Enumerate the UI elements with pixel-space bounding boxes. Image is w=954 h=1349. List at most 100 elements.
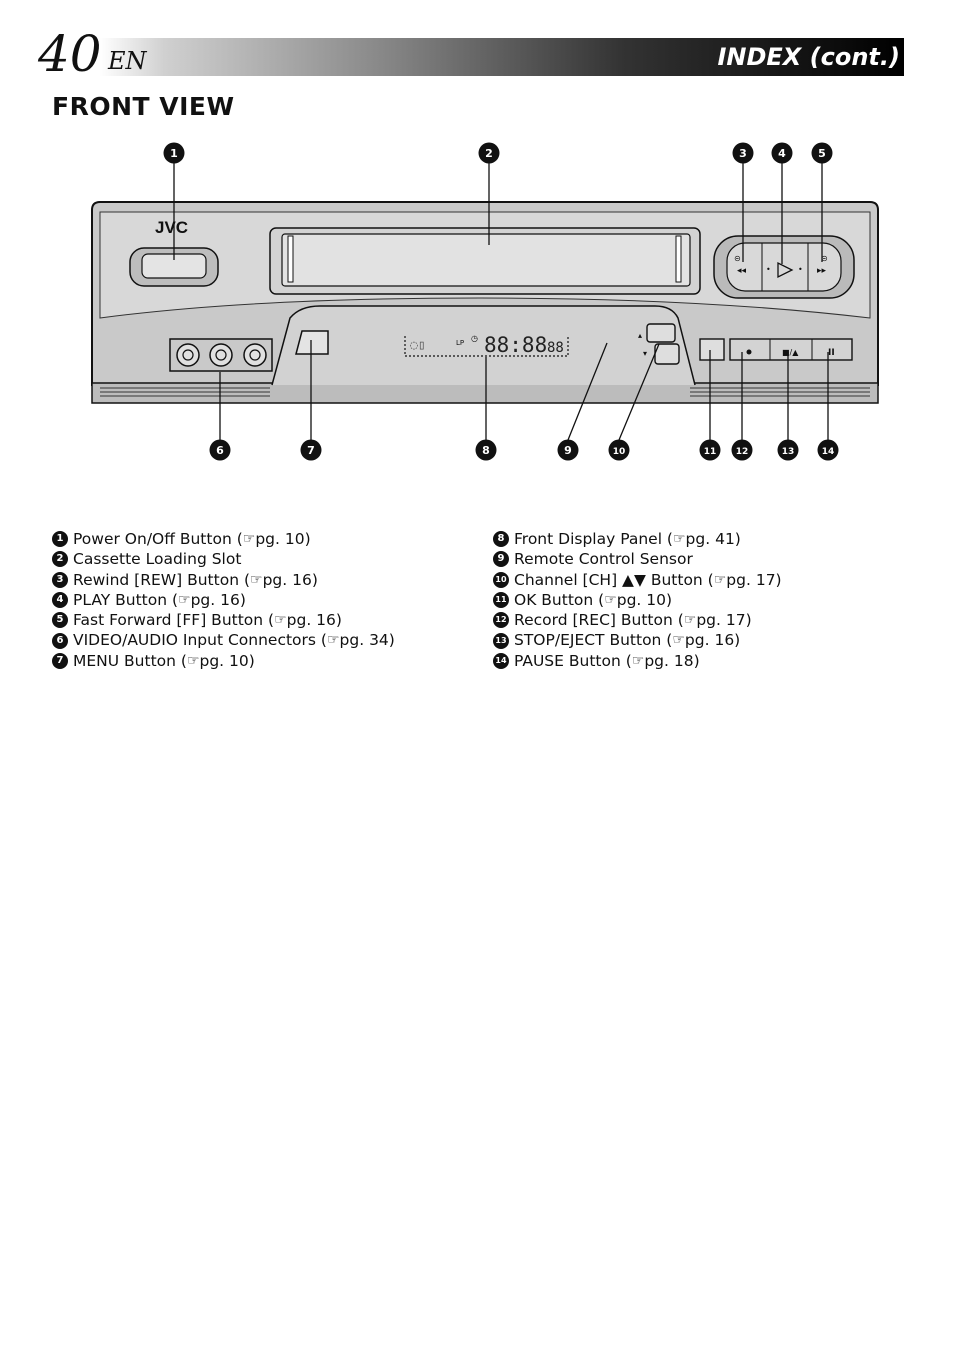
pointing-hand-icon: ☞ <box>186 652 200 669</box>
svg-text:3: 3 <box>739 147 747 160</box>
svg-text:10: 10 <box>613 447 626 457</box>
legend-label: VIDEO/AUDIO Input Connectors ( <box>73 631 327 650</box>
vcr-front-diagram: JVC ⊝ ◂◂ • • ⊝ ▸▸ <box>91 142 879 461</box>
pointing-hand-icon: ☞ <box>274 612 287 629</box>
svg-text:◷: ◷ <box>471 334 478 343</box>
pointing-hand-icon: ☞ <box>713 571 727 588</box>
legend-ref: pg. 41) <box>685 530 741 548</box>
legend-label: Front Display Panel ( <box>514 530 673 548</box>
page-number: 40 <box>38 25 102 83</box>
svg-text:2: 2 <box>485 147 493 160</box>
legend-label: Record [REC] Button ( <box>514 611 684 630</box>
legend-number: 10 <box>493 571 509 588</box>
svg-text:6: 6 <box>216 444 224 457</box>
legend-ref: pg. 16) <box>262 570 318 589</box>
channel-buttons[interactable]: ▴ ▾ <box>638 323 680 365</box>
pointing-hand-icon: ☞ <box>326 632 340 649</box>
legend-ref: pg. 18) <box>644 651 700 670</box>
svg-text:⊝: ⊝ <box>821 254 828 263</box>
svg-text:LP: LP <box>456 339 464 347</box>
callout-3: 3 <box>732 142 754 164</box>
record-stop-pause-group <box>729 338 853 361</box>
svg-text:88: 88 <box>547 340 564 356</box>
callout-12: 12 <box>731 439 753 461</box>
menu-button[interactable] <box>295 330 329 355</box>
svg-text:▸▸: ▸▸ <box>817 266 827 276</box>
svg-text:◌▯: ◌▯ <box>410 338 426 353</box>
svg-text:9: 9 <box>564 444 572 457</box>
front-display-panel: ◌▯ LP ◷ 88:88 88 <box>404 333 569 357</box>
stop-eject-button[interactable]: ■/▲ <box>782 348 799 357</box>
legend-label: Power On/Off Button ( <box>73 530 243 548</box>
legend-item: 9 Remote Control Sensor <box>493 549 913 569</box>
callout-13: 13 <box>777 439 799 461</box>
fast-forward-button[interactable]: ⊝ ▸▸ <box>817 254 828 276</box>
legend-ref: pg. 10) <box>255 530 311 548</box>
svg-text:1: 1 <box>170 147 178 160</box>
svg-text:4: 4 <box>778 147 786 160</box>
pointing-hand-icon: ☞ <box>242 531 256 547</box>
play-button[interactable]: • • <box>766 261 803 279</box>
svg-text:⊝: ⊝ <box>734 254 741 263</box>
svg-text:14: 14 <box>822 447 835 457</box>
callout-11: 11 <box>699 439 721 461</box>
legend-ref: pg. 17) <box>696 611 752 630</box>
legend-number: 9 <box>493 551 509 568</box>
legend-label: STOP/EJECT Button ( <box>514 631 673 650</box>
legend-number: 6 <box>52 632 68 649</box>
svg-text:•: • <box>798 265 803 274</box>
legend-number: 2 <box>52 551 68 568</box>
legend-ref: pg. 16) <box>190 590 246 609</box>
svg-text:▾: ▾ <box>643 349 647 358</box>
callout-2: 2 <box>478 142 500 164</box>
callout-6: 6 <box>209 439 231 461</box>
callout-5: 5 <box>811 142 833 164</box>
brand-logo: JVC <box>155 218 188 237</box>
callout-9: 9 <box>557 439 579 461</box>
svg-text:11: 11 <box>704 447 717 457</box>
pointing-hand-icon: ☞ <box>672 531 686 547</box>
legend-number: 4 <box>52 592 68 609</box>
pointing-hand-icon: ☞ <box>250 571 263 588</box>
pointing-hand-icon: ☞ <box>604 591 617 608</box>
svg-text:88:88: 88:88 <box>484 333 547 357</box>
legend-number: 11 <box>493 592 509 609</box>
svg-text:5: 5 <box>818 147 826 160</box>
pointing-hand-icon: ☞ <box>683 612 697 629</box>
rewind-button[interactable]: ⊝ ◂◂ <box>734 254 747 276</box>
pointing-hand-icon: ☞ <box>672 632 685 649</box>
legend-number: 14 <box>493 652 509 669</box>
legend-number: 8 <box>493 531 509 548</box>
legend-label: PLAY Button ( <box>73 590 179 609</box>
callout-1: 1 <box>163 142 185 164</box>
svg-text:7: 7 <box>307 444 315 457</box>
pause-button[interactable]: II <box>828 348 835 358</box>
legend-number: 1 <box>52 531 68 548</box>
callout-10: 10 <box>608 439 630 461</box>
legend-ref: pg. 10) <box>199 651 255 670</box>
record-button[interactable] <box>746 349 752 355</box>
callout-lines <box>173 163 829 441</box>
legend-label: Rewind [REW] Button ( <box>73 570 250 589</box>
page-subtitle: FRONT VIEW <box>52 92 235 121</box>
header-band <box>100 38 904 76</box>
section-title: INDEX (cont.) <box>717 43 900 71</box>
svg-text:▴: ▴ <box>638 331 642 340</box>
ok-button[interactable] <box>699 338 725 361</box>
svg-text:13: 13 <box>782 447 795 457</box>
legend-label: OK Button ( <box>514 590 605 609</box>
legend-label: Remote Control Sensor <box>514 550 693 569</box>
av-input-connectors[interactable] <box>169 338 273 372</box>
callout-7: 7 <box>300 439 322 461</box>
legend-number: 3 <box>52 571 68 588</box>
